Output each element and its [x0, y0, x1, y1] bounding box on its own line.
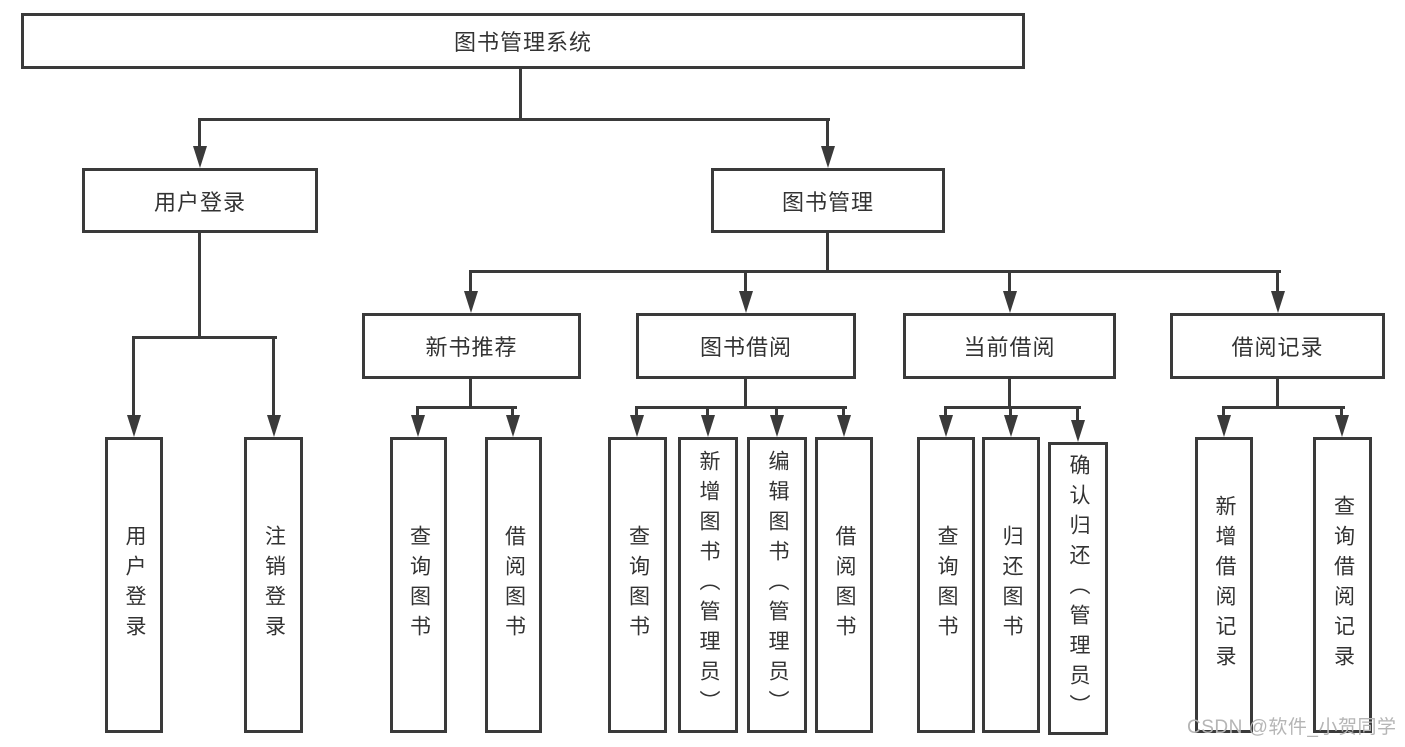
connector-line: [1276, 377, 1279, 409]
arrowhead-down-icon: [464, 291, 478, 313]
connector-line: [1222, 406, 1345, 409]
leaf-label: 查询借阅记录: [1331, 495, 1355, 675]
leaf-borrow-books-recommend: 借阅图书: [485, 437, 542, 733]
connector-line: [469, 270, 472, 293]
arrowhead-down-icon: [267, 415, 281, 437]
leaf-query-books-current: 查询图书: [917, 437, 975, 733]
connector-line: [826, 230, 829, 273]
arrowhead-down-icon: [630, 415, 644, 437]
connector-line: [826, 118, 829, 148]
node-new-book-recommend: 新书推荐: [362, 313, 581, 379]
connector-line: [416, 406, 517, 409]
connector-line: [272, 336, 275, 417]
arrowhead-down-icon: [939, 415, 953, 437]
leaf-label: 确认归还（管理员）: [1067, 453, 1090, 724]
leaf-add-books-admin: 新增图书（管理员）: [678, 437, 738, 733]
arrowhead-down-icon: [127, 415, 141, 437]
connector-line: [198, 118, 830, 121]
leaf-label: 用户登录: [123, 525, 146, 645]
connector-line: [1222, 406, 1225, 418]
csdn-watermark: CSDN @软件_小贺同学: [1187, 717, 1397, 738]
connector-line: [944, 406, 1081, 409]
arrowhead-down-icon: [1271, 291, 1285, 313]
arrowhead-down-icon: [837, 415, 851, 437]
connector-line: [775, 406, 778, 418]
arrowhead-down-icon: [193, 146, 207, 168]
arrowhead-down-icon: [506, 415, 520, 437]
arrowhead-down-icon: [1335, 415, 1349, 437]
node-label: 图书管理: [781, 189, 874, 215]
connector-line: [635, 406, 638, 418]
leaf-query-books-borrow: 查询图书: [608, 437, 667, 733]
connector-line: [1340, 406, 1343, 418]
arrowhead-down-icon: [701, 415, 715, 437]
connector-line: [1009, 406, 1012, 418]
connector-line: [842, 406, 845, 418]
arrowhead-down-icon: [1071, 420, 1085, 442]
connector-line: [511, 406, 514, 418]
leaf-query-books-recommend: 查询图书: [390, 437, 447, 733]
leaf-label: 查询图书: [935, 525, 958, 645]
leaf-add-borrow-record: 新增借阅记录: [1195, 437, 1253, 733]
connector-line: [744, 270, 747, 293]
connector-line: [416, 406, 419, 418]
node-book-management: 图书管理: [711, 168, 945, 233]
connector-line: [132, 336, 277, 339]
connector-line: [469, 377, 472, 409]
node-label: 用户登录: [153, 189, 246, 215]
connector-line: [1008, 377, 1011, 409]
connector-line: [198, 118, 201, 148]
arrowhead-down-icon: [1003, 291, 1017, 313]
leaf-label: 查询图书: [407, 525, 431, 645]
arrowhead-down-icon: [739, 291, 753, 313]
arrowhead-down-icon: [770, 415, 784, 437]
connector-line: [635, 406, 847, 409]
leaf-label: 借阅图书: [833, 525, 856, 645]
leaf-query-borrow-record: 查询借阅记录: [1313, 437, 1372, 733]
connector-line: [706, 406, 709, 418]
connector-line: [519, 67, 522, 118]
arrowhead-down-icon: [821, 146, 835, 168]
node-user-login: 用户登录: [82, 168, 318, 233]
leaf-user-login: 用户登录: [105, 437, 163, 733]
node-book-borrow: 图书借阅: [636, 313, 856, 379]
node-label: 借阅记录: [1231, 335, 1324, 360]
node-current-borrow: 当前借阅: [903, 313, 1116, 379]
leaf-label: 编辑图书（管理员）: [766, 450, 789, 720]
leaf-logout: 注销登录: [244, 437, 303, 733]
leaf-label: 查询图书: [626, 525, 650, 645]
node-label: 图书借阅: [699, 335, 792, 360]
leaf-label: 注销登录: [262, 525, 286, 645]
leaf-borrow-books: 借阅图书: [815, 437, 873, 733]
leaf-confirm-return-admin: 确认归还（管理员）: [1048, 442, 1108, 735]
leaf-label: 借阅图书: [502, 525, 526, 645]
connector-line: [1076, 406, 1079, 423]
connector-line: [944, 406, 947, 418]
connector-line: [1276, 270, 1279, 293]
connector-line: [1008, 270, 1011, 293]
node-label: 新书推荐: [425, 335, 518, 360]
leaf-label: 新增图书（管理员）: [697, 450, 720, 720]
node-label: 当前借阅: [963, 335, 1056, 360]
connector-line: [132, 336, 135, 417]
leaf-return-books: 归还图书: [982, 437, 1040, 733]
node-root-system: 图书管理系统: [21, 13, 1025, 69]
arrowhead-down-icon: [411, 415, 425, 437]
connector-line: [744, 377, 747, 409]
arrowhead-down-icon: [1217, 415, 1231, 437]
leaf-label: 归还图书: [1000, 525, 1023, 645]
node-label: 图书管理系统: [453, 30, 592, 55]
leaf-label: 新增借阅记录: [1213, 495, 1236, 675]
connector-line: [469, 270, 1281, 273]
arrowhead-down-icon: [1004, 415, 1018, 437]
leaf-edit-books-admin: 编辑图书（管理员）: [747, 437, 807, 733]
connector-line: [198, 230, 201, 339]
node-borrow-record: 借阅记录: [1170, 313, 1385, 379]
